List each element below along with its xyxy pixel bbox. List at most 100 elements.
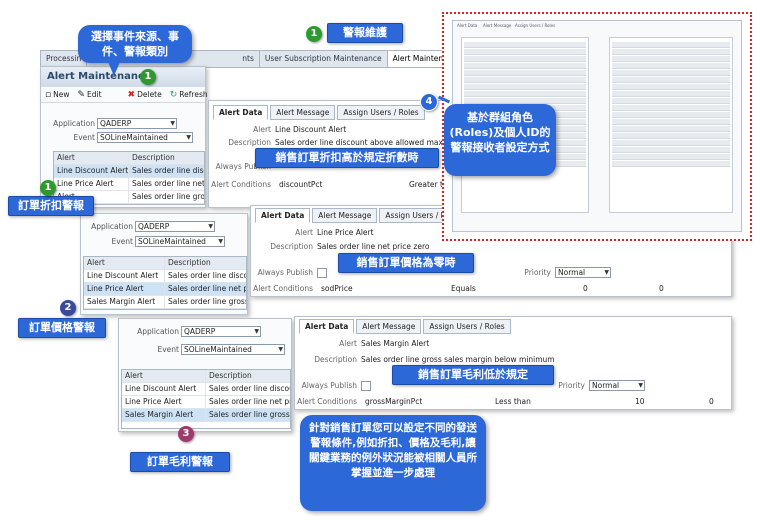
assign-roles-window: Alert Data Alert Message Assign Users / …: [452, 20, 742, 232]
chevron-down-icon: ▼: [208, 223, 213, 230]
condition-field: grossMarginPct: [365, 397, 423, 406]
list-row: [612, 154, 730, 160]
chevron-down-icon: ▼: [218, 238, 223, 245]
callout-price-alert: 訂單價格警報: [18, 318, 106, 338]
list-row: [612, 98, 730, 104]
delete-icon: ✖: [127, 89, 136, 100]
alert-name-value: Line Discount Alert: [275, 125, 347, 134]
always-publish-checkbox[interactable]: [317, 268, 327, 278]
always-publish-checkbox[interactable]: [361, 381, 371, 391]
step-badge: 4: [420, 93, 438, 111]
chevron-down-icon: ▼: [254, 328, 259, 335]
delete-button[interactable]: ✖Delete: [127, 89, 162, 100]
alert-conditions-label: Alert Conditions: [297, 397, 357, 406]
list-row: [612, 77, 730, 83]
alert-label: Alert: [295, 228, 313, 237]
users-list: [609, 37, 733, 213]
tab-user-subscription[interactable]: User Subscription Maintenance: [260, 51, 388, 67]
description-value: Sales order line gross sales margin belo…: [361, 355, 555, 364]
alert-list-panel-1: Alert Maintenance ▫New ✎Edit ✖Delete ↻Re…: [40, 66, 208, 208]
event-select[interactable]: SOLineMaintained▼: [97, 132, 193, 143]
tab-alert-data[interactable]: Alert Data: [299, 319, 355, 334]
list-row: [464, 77, 586, 83]
list-row: [612, 63, 730, 69]
always-publish-label: Always Publish: [257, 268, 313, 277]
condition-value-1: 0: [583, 284, 588, 293]
event-select[interactable]: SOLineMaintained▼: [135, 236, 225, 247]
list-row: [612, 84, 730, 90]
edit-icon: ✎: [77, 89, 86, 100]
priority-label: Priority: [558, 381, 585, 390]
callout-margin-banner: 銷售訂單毛利低於規定: [392, 365, 554, 385]
list-row: [612, 126, 730, 132]
condition-operator: Greater than: [409, 180, 458, 189]
list-row: [464, 98, 586, 104]
callout-margin-alert: 訂單毛利警報: [130, 452, 230, 472]
alert-list-panel-2: Application QADERP▼ Event SOLineMaintain…: [80, 213, 248, 315]
alert-conditions-label: Alert Conditions: [211, 180, 271, 189]
application-select[interactable]: QADERP▼: [97, 118, 177, 129]
tab-assign-users-roles[interactable]: Assign Users / Roles: [423, 319, 511, 334]
priority-select[interactable]: Normal▼: [555, 267, 611, 278]
tab-alert-data[interactable]: Alert Data: [213, 105, 269, 120]
event-select[interactable]: SOLineMaintained▼: [181, 344, 285, 355]
alert-name-value: Sales Margin Alert: [361, 339, 430, 348]
description-label: Description: [270, 242, 313, 251]
thumb-tab-alert-message: Alert Message: [483, 23, 512, 28]
toolbar: ▫New ✎Edit ✖Delete ↻Refresh: [41, 87, 208, 103]
tab-assign-users-roles[interactable]: Assign Users / Roles: [337, 105, 425, 120]
always-publish-label: Always Publish: [301, 381, 357, 390]
callout-pointer: [108, 62, 120, 76]
chevron-down-icon: ▼: [604, 269, 609, 276]
thumb-tab-alert-data: Alert Data: [457, 23, 478, 28]
edit-button[interactable]: ✎Edit: [77, 89, 102, 100]
callout-price-banner: 銷售訂單價格為零時: [338, 253, 474, 273]
step-badge: 2: [60, 300, 76, 316]
step-badge: 1: [306, 26, 322, 42]
list-row: [464, 49, 586, 55]
tab-events[interactable]: nts: [237, 51, 260, 67]
application-select[interactable]: QADERP▼: [181, 326, 261, 337]
alert-detail-panel-3: Alert Data Alert Message Assign Users / …: [294, 316, 732, 410]
tab-alert-message[interactable]: Alert Message: [356, 319, 422, 334]
step-badge: 1: [140, 69, 156, 85]
new-icon: ▫: [45, 89, 52, 100]
list-row: [464, 56, 586, 62]
application-select[interactable]: QADERP▼: [135, 221, 215, 232]
list-row: [612, 42, 730, 48]
condition-value-1: 10: [635, 397, 645, 406]
refresh-icon: ↻: [169, 89, 178, 100]
event-label: Event: [73, 133, 96, 142]
description-value: Sales order line discount above allowed …: [275, 138, 465, 147]
list-row: [464, 91, 586, 97]
condition-value-2: 0: [659, 284, 664, 293]
event-label: Event: [111, 237, 134, 246]
step-badge: 3: [178, 426, 194, 442]
priority-select[interactable]: Normal▼: [589, 380, 645, 391]
always-publish-label: Always Publish: [215, 162, 271, 171]
list-row: [464, 84, 586, 90]
refresh-button[interactable]: ↻Refresh: [169, 89, 208, 100]
callout-discount-alert: 訂單折扣警報: [8, 196, 94, 216]
chevron-down-icon: ▼: [170, 120, 175, 127]
priority-label: Priority: [524, 268, 551, 277]
condition-operator: Less than: [495, 397, 531, 406]
tab-alert-data[interactable]: Alert Data: [255, 208, 311, 223]
tab-alert-message[interactable]: Alert Message: [312, 208, 378, 223]
list-row: [612, 105, 730, 111]
list-row: [612, 161, 730, 167]
tab-alert-message[interactable]: Alert Message: [270, 105, 336, 120]
new-button[interactable]: ▫New: [45, 89, 70, 100]
list-row: [612, 140, 730, 146]
